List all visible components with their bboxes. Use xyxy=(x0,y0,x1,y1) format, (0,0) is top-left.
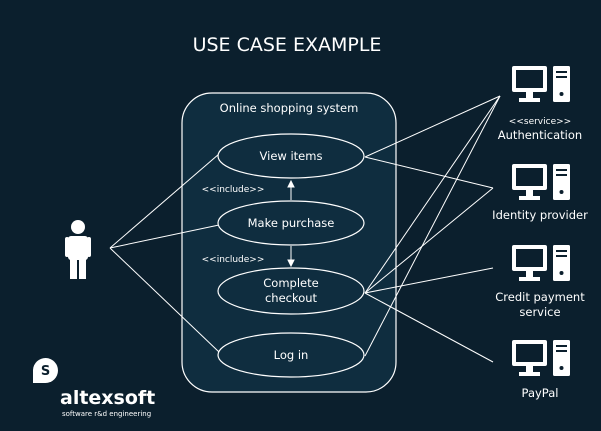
logo-text: altexsoft xyxy=(60,387,155,409)
link-log-in-auth xyxy=(364,95,501,357)
include-arrows xyxy=(287,179,295,268)
logo-tagline: software r&d engineering xyxy=(62,410,151,418)
credit-payment-label-1: Credit payment xyxy=(495,290,585,304)
use-case-log-in[interactable]: Log in xyxy=(217,332,365,378)
auth-name-label: Authentication xyxy=(498,128,582,142)
use-case-log-in-label: Log in xyxy=(274,348,309,362)
link-checkout-identity xyxy=(364,187,494,294)
system-label: Online shopping system xyxy=(220,101,359,115)
link-checkout-credit xyxy=(364,267,494,294)
use-case-complete-checkout-label-2: checkout xyxy=(265,291,318,305)
association-lines xyxy=(109,95,501,363)
computer-icon xyxy=(512,340,570,376)
use-case-view-items-label: View items xyxy=(260,149,323,163)
use-case-make-purchase-label: Make purchase xyxy=(248,216,335,230)
user-actor-icon xyxy=(65,220,91,279)
link-actor-log-in xyxy=(109,247,220,353)
use-case-complete-checkout-label-1: Complete xyxy=(263,276,318,290)
computer-icon xyxy=(512,66,570,102)
use-case-complete-checkout[interactable]: Complete checkout xyxy=(217,267,365,315)
use-case-make-purchase[interactable]: Make purchase xyxy=(217,200,365,246)
use-case-view-items[interactable]: View items xyxy=(217,133,365,179)
auth-stereotype-label: <<service>> xyxy=(509,117,571,127)
computer-icon xyxy=(512,245,570,281)
identity-provider-label: Identity provider xyxy=(492,208,588,222)
link-view-items-identity xyxy=(364,156,494,189)
credit-payment-label-2: service xyxy=(519,305,560,319)
link-actor-view-items xyxy=(109,153,220,249)
link-view-items-auth xyxy=(364,95,501,158)
computer-icon xyxy=(512,164,570,200)
altexsoft-logo-icon: S xyxy=(33,358,58,383)
include-label-lower: <<include>> xyxy=(202,255,265,265)
svg-text:S: S xyxy=(41,364,50,379)
link-checkout-auth xyxy=(364,95,501,294)
diagram-title: USE CASE EXAMPLE xyxy=(193,34,382,56)
link-checkout-paypal xyxy=(364,292,494,363)
include-label-upper: <<include>> xyxy=(202,185,265,195)
link-actor-make-purchase xyxy=(109,224,220,249)
paypal-label: PayPal xyxy=(522,386,559,400)
